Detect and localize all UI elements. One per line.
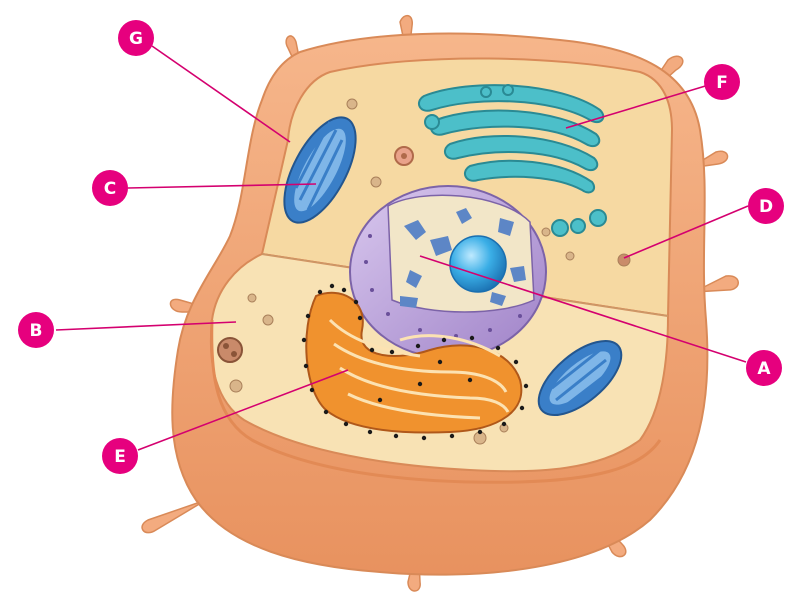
- label-d-text: D: [759, 197, 773, 217]
- label-badge-g: G: [118, 20, 154, 56]
- label-a-text: A: [757, 359, 771, 379]
- label-badge-b: B: [18, 312, 54, 348]
- nucleolus: [450, 236, 506, 292]
- label-f-text: F: [716, 73, 728, 93]
- label-badge-a: A: [746, 350, 782, 386]
- label-c-text: C: [104, 179, 116, 199]
- label-badge-e: E: [102, 438, 138, 474]
- label-badge-d: D: [748, 188, 784, 224]
- nucleus: [350, 186, 546, 358]
- label-badge-f: F: [704, 64, 740, 100]
- label-g-text: G: [129, 29, 143, 49]
- label-e-text: E: [114, 447, 126, 467]
- label-badge-c: C: [92, 170, 128, 206]
- label-b-text: B: [30, 321, 43, 341]
